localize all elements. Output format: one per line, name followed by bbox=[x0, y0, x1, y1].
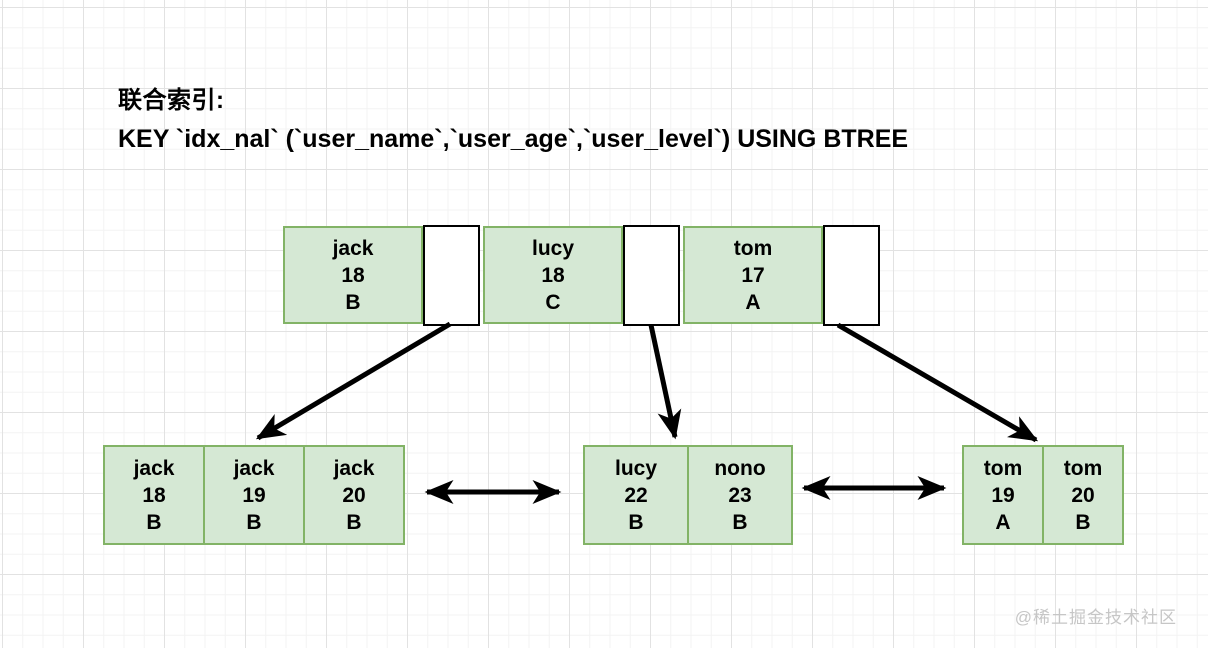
leaf-record: lucy 22 B bbox=[583, 445, 689, 545]
record-age: 18 bbox=[341, 263, 365, 287]
record-age: 20 bbox=[342, 483, 366, 507]
record-name: lucy bbox=[531, 236, 575, 260]
record-level: B bbox=[732, 510, 748, 534]
record-name: jack bbox=[333, 456, 375, 480]
internal-node: jack 18 B bbox=[283, 226, 423, 324]
record-age: 18 bbox=[541, 263, 565, 287]
title-block: 联合索引: KEY `idx_nal` (`user_name`,`user_a… bbox=[118, 86, 908, 154]
record-age: 18 bbox=[142, 483, 166, 507]
internal-unit: tom 17 A bbox=[683, 224, 880, 327]
record-level: A bbox=[745, 290, 761, 314]
index-title: 联合索引: bbox=[118, 87, 225, 114]
internal-unit: jack 18 B bbox=[283, 224, 480, 327]
record-level: B bbox=[345, 290, 361, 314]
record-name: jack bbox=[233, 456, 275, 480]
internal-node: lucy 18 C bbox=[483, 226, 623, 324]
leaf-record: tom 20 B bbox=[1042, 445, 1124, 545]
record-level: B bbox=[246, 510, 262, 534]
index-definition: KEY `idx_nal` (`user_name`,`user_age`,`u… bbox=[118, 125, 909, 153]
record-level: B bbox=[346, 510, 362, 534]
watermark: @稀土掘金技术社区 bbox=[1014, 608, 1177, 627]
leaf-record: jack 18 B bbox=[103, 445, 205, 545]
record-level: A bbox=[995, 510, 1011, 534]
leaf-record: jack 19 B bbox=[203, 445, 305, 545]
record-name: tom bbox=[733, 236, 773, 260]
record-age: 19 bbox=[991, 483, 1015, 507]
pointer-arrow-left bbox=[255, 321, 452, 441]
leaf-node-group: jack 18 B jack 19 B jack 20 B bbox=[103, 445, 405, 545]
record-level: B bbox=[146, 510, 162, 534]
pointer-arrow-middle bbox=[648, 324, 682, 440]
leaf-node-group: lucy 22 B nono 23 B bbox=[583, 445, 793, 545]
record-age: 19 bbox=[242, 483, 266, 507]
leaf-node-group: tom 19 A tom 20 B bbox=[962, 445, 1124, 545]
child-pointer-box bbox=[823, 224, 880, 326]
record-age: 17 bbox=[741, 263, 765, 287]
leaf-record: tom 19 A bbox=[962, 445, 1044, 545]
record-name: lucy bbox=[614, 456, 658, 480]
pointer-arrow-right bbox=[836, 322, 1039, 443]
record-level: B bbox=[628, 510, 644, 534]
leaf-record: jack 20 B bbox=[303, 445, 405, 545]
record-name: tom bbox=[1063, 456, 1103, 480]
record-level: C bbox=[545, 290, 561, 314]
internal-node: tom 17 A bbox=[683, 226, 823, 324]
child-pointer-box bbox=[423, 224, 480, 326]
record-name: jack bbox=[332, 236, 374, 260]
internal-unit: lucy 18 C bbox=[483, 224, 680, 327]
internal-node-row: jack 18 B lucy 18 C tom 17 A bbox=[283, 224, 880, 327]
record-name: nono bbox=[714, 456, 766, 480]
record-age: 23 bbox=[728, 483, 752, 507]
leaf-record: nono 23 B bbox=[687, 445, 793, 545]
record-name: tom bbox=[983, 456, 1023, 480]
child-pointer-box bbox=[623, 224, 680, 326]
record-level: B bbox=[1075, 510, 1091, 534]
record-age: 22 bbox=[624, 483, 648, 507]
record-name: jack bbox=[133, 456, 175, 480]
record-age: 20 bbox=[1071, 483, 1095, 507]
